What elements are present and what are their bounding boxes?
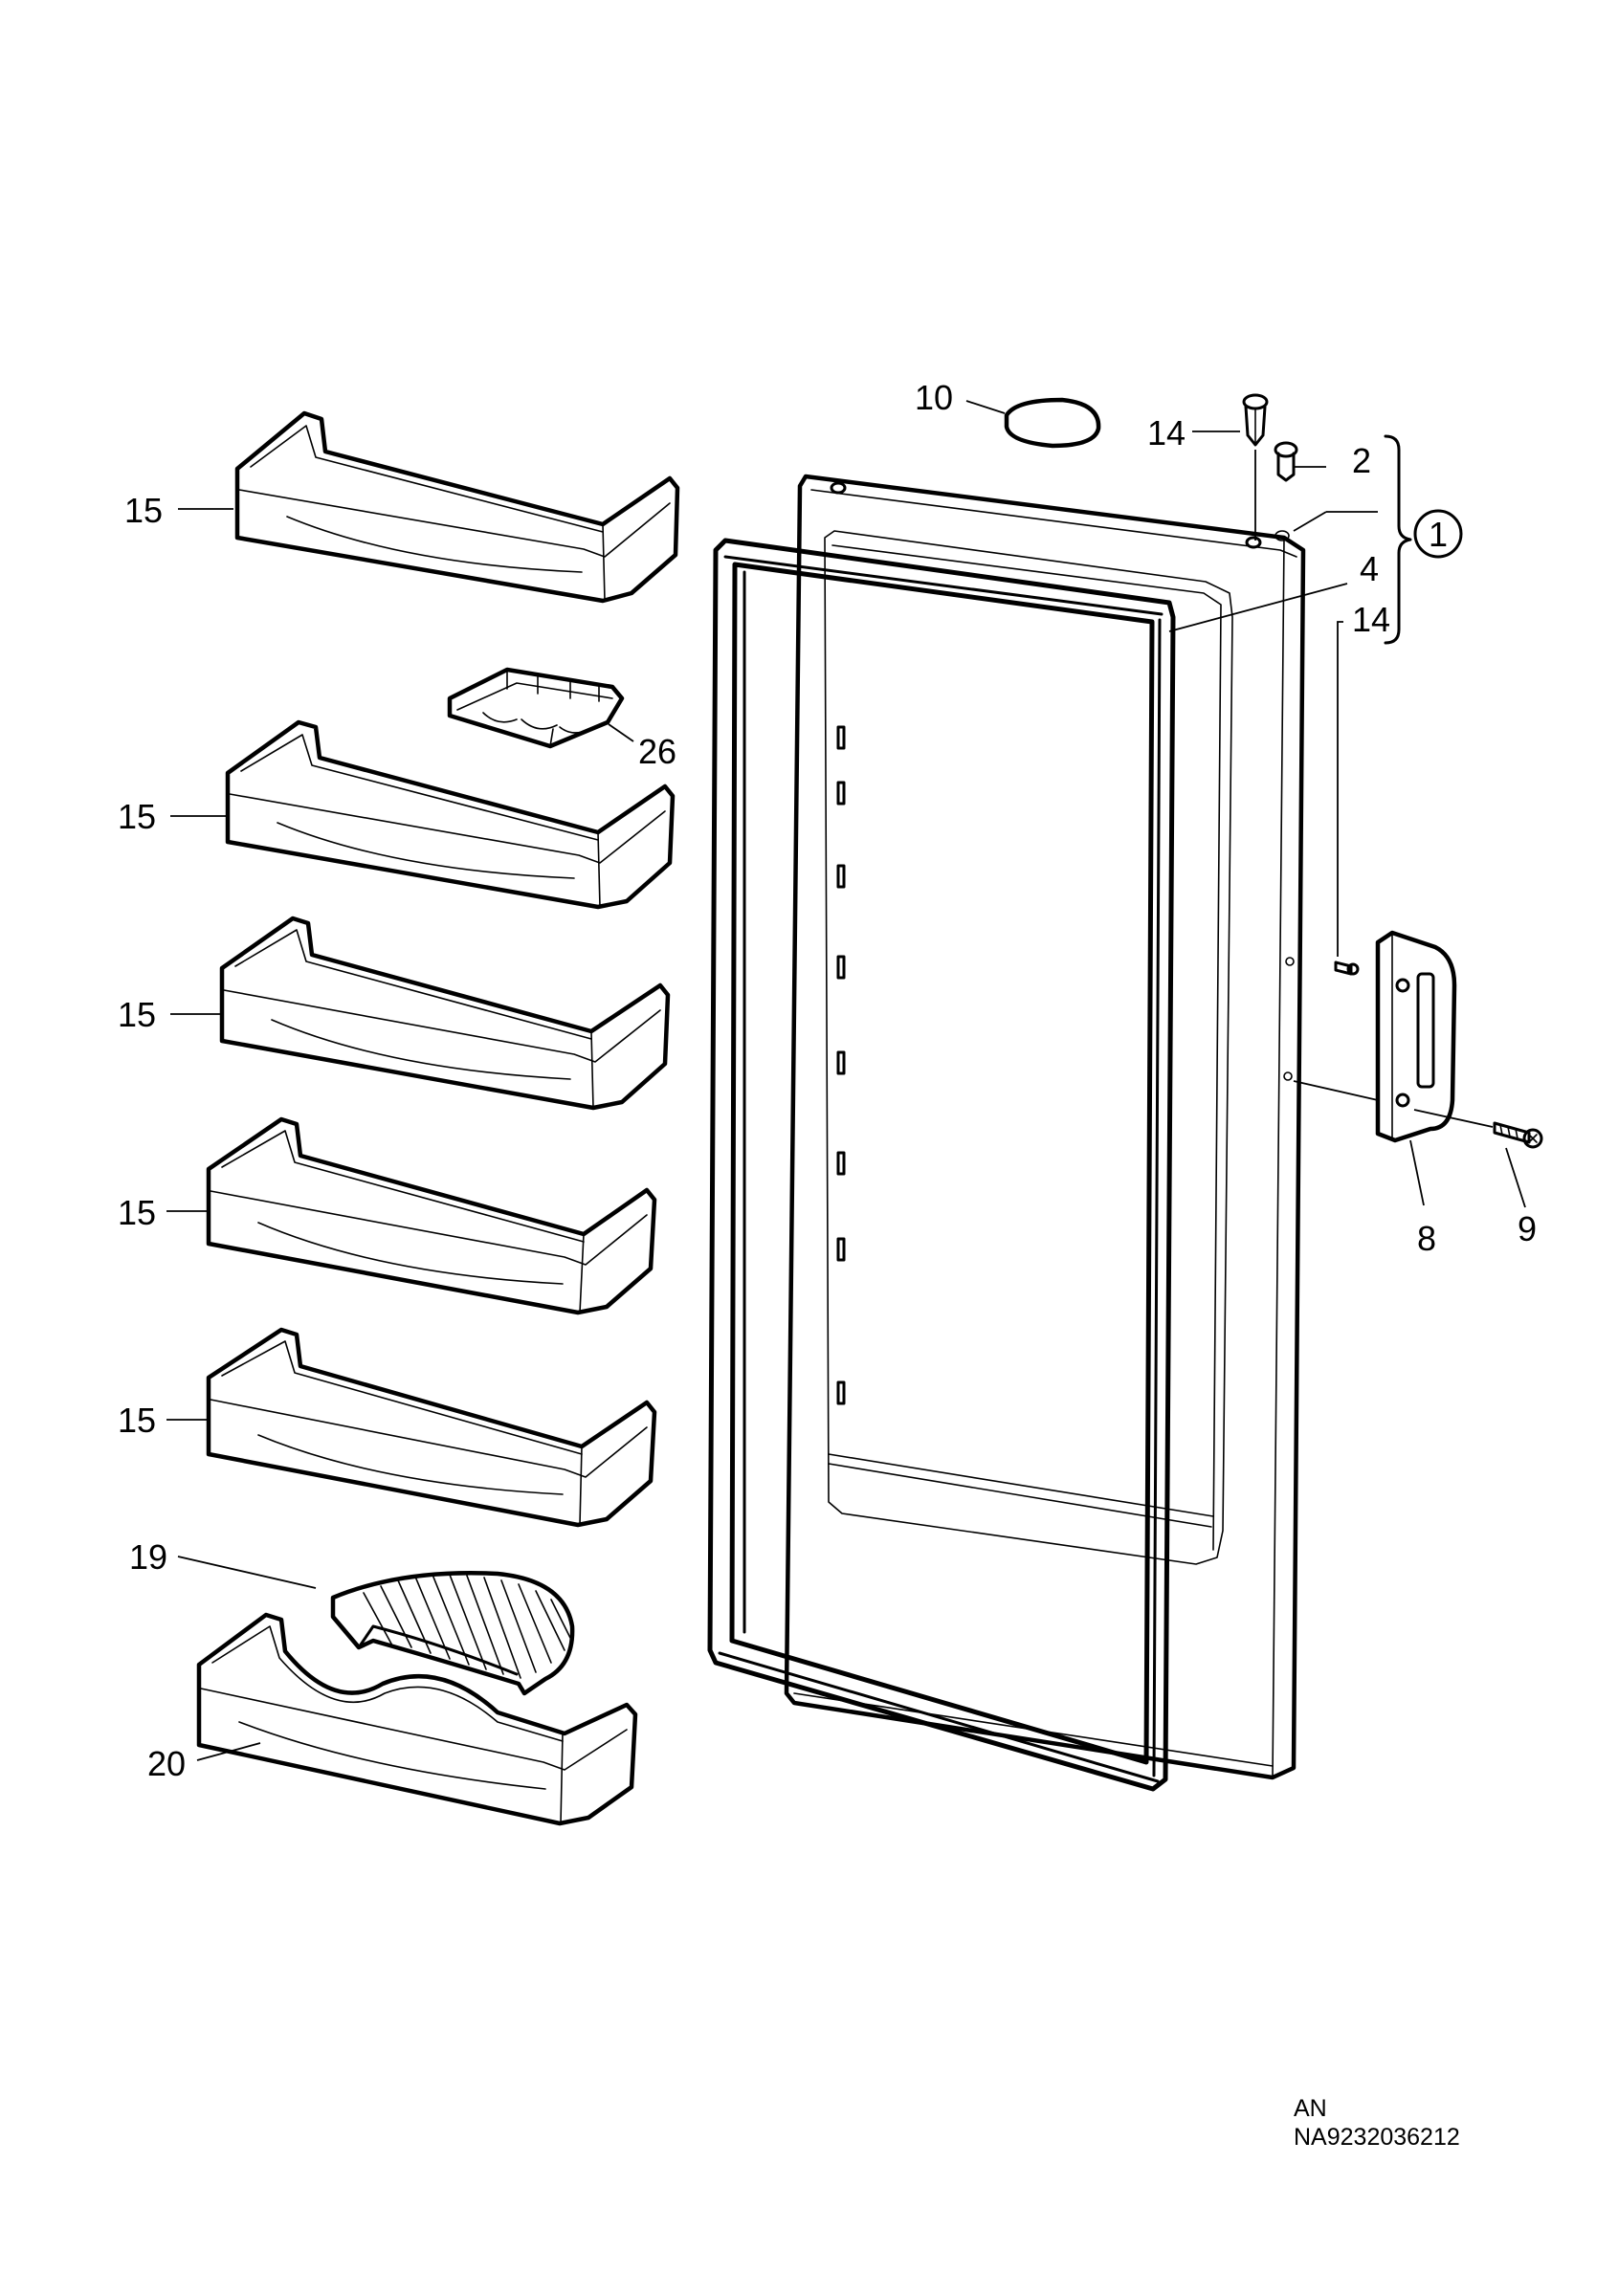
handle-screw <box>1493 1121 1543 1149</box>
callout-14-lower: 14 <box>1352 600 1390 639</box>
callout-15-b: 15 <box>118 797 156 836</box>
callout-15-d: 15 <box>118 1193 156 1232</box>
hinge-pin <box>1242 393 1269 447</box>
callout-15-c: 15 <box>118 995 156 1034</box>
callout-26: 26 <box>638 732 676 771</box>
callout-circle <box>1413 509 1463 559</box>
small-screw <box>1334 960 1360 976</box>
top-cap <box>1004 397 1101 449</box>
door-bin-1 <box>234 410 680 604</box>
bottle-retainer <box>330 1571 575 1696</box>
callout-20: 20 <box>147 1744 186 1783</box>
callout-8: 8 <box>1417 1219 1436 1258</box>
door-bin-5 <box>206 1327 657 1528</box>
door-bin-2 <box>225 719 676 910</box>
egg-rack <box>447 667 625 749</box>
door-bin-3 <box>219 916 671 1111</box>
callout-15-a: 15 <box>124 491 163 530</box>
callout-19: 19 <box>129 1537 167 1577</box>
callout-labels: 1 2 4 8 9 10 14 14 15 15 15 15 15 19 20 … <box>118 378 1537 1783</box>
assembly-brace <box>1384 434 1412 645</box>
leader-lines <box>166 400 1526 1761</box>
door-pin <box>1274 441 1298 482</box>
callout-4: 4 <box>1360 549 1379 588</box>
drawing-number: NA9232036212 <box>1294 2124 1460 2151</box>
callout-14-top: 14 <box>1147 413 1186 453</box>
door-handle <box>1375 930 1457 1143</box>
shelf-slots <box>836 725 846 1405</box>
diagram-code: AN <box>1294 2095 1327 2122</box>
bottle-bin <box>196 1612 638 1826</box>
callout-10: 10 <box>915 378 953 417</box>
callout-15-e: 15 <box>118 1401 156 1440</box>
door-gasket <box>707 538 1176 1792</box>
callout-9: 9 <box>1518 1209 1537 1248</box>
callout-2: 2 <box>1352 441 1371 480</box>
callout-1: 1 <box>1429 515 1448 554</box>
door-bin-4 <box>206 1116 657 1315</box>
door-panel <box>784 474 1306 1780</box>
